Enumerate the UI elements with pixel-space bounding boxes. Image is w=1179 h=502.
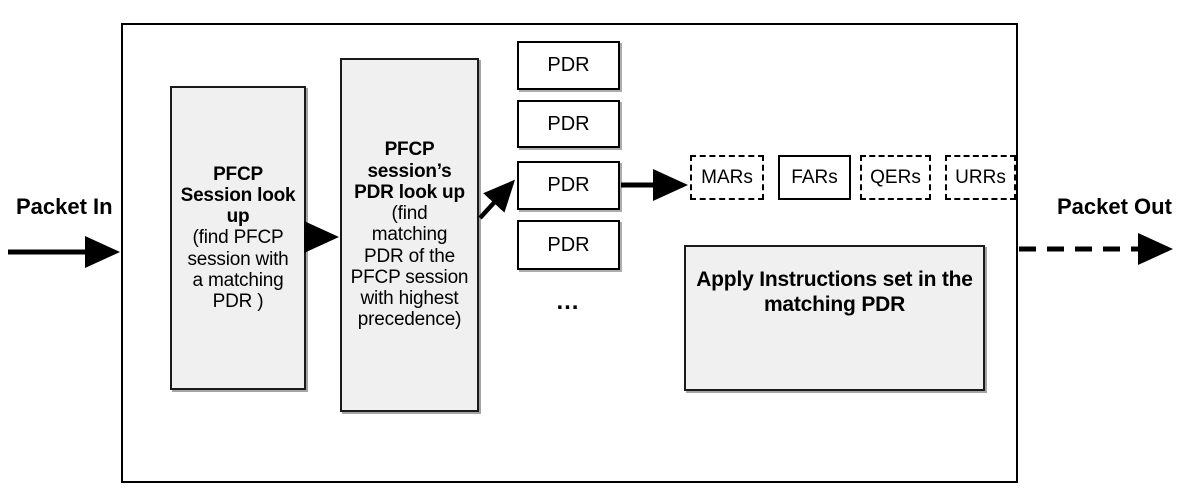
rule-box-fars: FARs <box>778 155 851 200</box>
pdr-entry: PDR <box>517 100 620 148</box>
rule-box-qers-label: QERs <box>870 166 921 188</box>
rule-box-qers: QERs <box>860 155 931 200</box>
rule-box-mars-label: MARs <box>701 166 753 188</box>
pdr-list-ellipsis: … <box>555 288 582 315</box>
packet-out-label: Packet Out <box>1057 194 1172 219</box>
pdr-entry-label: PDR <box>547 233 590 256</box>
pdr-entry-matching: PDR <box>517 161 620 210</box>
packet-in-label: Packet In <box>16 194 113 219</box>
rule-box-fars-label: FARs <box>791 166 838 188</box>
pdr-entry-label: PDR <box>547 112 590 135</box>
packet-processing-frame <box>121 23 1018 483</box>
rule-box-mars: MARs <box>690 155 764 200</box>
pdr-entry: PDR <box>517 220 620 270</box>
pdr-entry-label: PDR <box>547 54 590 76</box>
rule-box-urrs: URRs <box>945 155 1016 200</box>
pdr-entry-label: PDR <box>547 174 590 196</box>
pdr-entry: PDR <box>517 41 620 90</box>
rule-box-urrs-label: URRs <box>955 166 1006 188</box>
